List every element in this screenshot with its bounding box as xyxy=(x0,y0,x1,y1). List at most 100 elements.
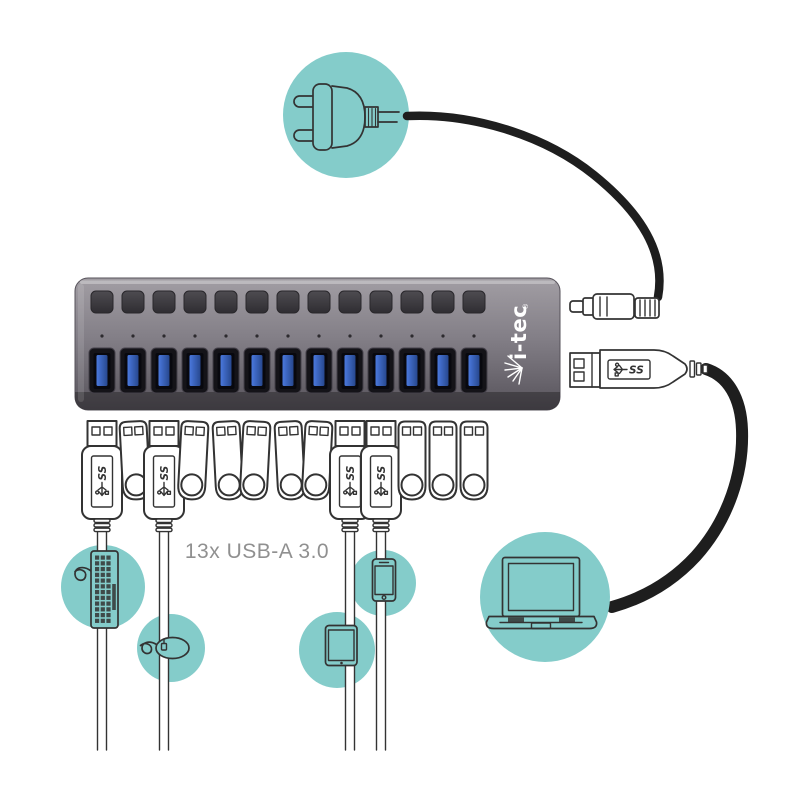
keyboard-key xyxy=(95,578,100,583)
dc-strain-relief xyxy=(634,297,660,319)
keyboard-keys xyxy=(95,555,116,623)
itec-logo-rays xyxy=(504,355,523,385)
hub-led xyxy=(162,334,166,338)
flash-drive-contact xyxy=(401,426,412,436)
flash-drive-hole xyxy=(180,473,204,497)
usb3-ss-logo: SS xyxy=(156,466,172,497)
device-cable xyxy=(376,531,386,750)
laptop-icon xyxy=(485,556,598,630)
dc-body-lines xyxy=(599,296,608,317)
keyboard-key xyxy=(95,567,100,572)
keyboard-key xyxy=(95,561,100,566)
hub-bottom-shade xyxy=(75,392,560,410)
hub-power-button xyxy=(276,290,300,314)
hub-usb-port xyxy=(150,347,178,394)
hub-power-button xyxy=(183,290,207,314)
keyboard-key xyxy=(106,555,111,560)
usb-a-strain-relief xyxy=(341,522,359,528)
keyboard-spacebar xyxy=(112,584,116,610)
flash-drive xyxy=(397,420,427,501)
hub-led xyxy=(286,334,290,338)
usb3-ss-text: SS xyxy=(97,466,109,481)
mouse-scroll-wheel xyxy=(160,642,168,651)
keyboard-key xyxy=(100,561,105,566)
hub-led xyxy=(193,334,197,338)
hub-power-button xyxy=(338,290,362,314)
flash-drive-contact xyxy=(443,426,454,436)
hub-usb-port xyxy=(367,347,395,394)
smartphone-icon xyxy=(371,558,397,602)
flash-drive-contact xyxy=(215,426,226,437)
hub-led xyxy=(441,334,445,338)
usb-a-contact xyxy=(91,426,101,436)
keyboard-key xyxy=(106,595,111,600)
usb-b-rib-3 xyxy=(702,364,709,374)
usb-a-strain-relief xyxy=(341,527,359,533)
usb3-ss-logo: SS xyxy=(613,362,644,377)
smartphone-body xyxy=(371,558,397,602)
keyboard-key xyxy=(100,613,105,618)
hub-power-button xyxy=(462,290,486,314)
flash-drive xyxy=(177,420,210,501)
keyboard-key xyxy=(100,590,105,595)
laptop-screen-inner xyxy=(507,562,575,612)
keyboard-key xyxy=(100,584,105,589)
usb-a-contact xyxy=(351,426,361,436)
hub-power-button xyxy=(152,290,176,314)
usb-a-contact xyxy=(339,426,349,436)
hub-power-button xyxy=(121,290,145,314)
usb3-ss-text: SS xyxy=(345,466,357,481)
mouse-icon xyxy=(139,636,190,660)
caption-text: 13x USB-A 3.0 xyxy=(185,540,329,563)
usb-a-logo-frame xyxy=(152,455,176,508)
hub-usb-port xyxy=(274,347,302,394)
hub-usb-port xyxy=(398,347,426,394)
hub-usb-port xyxy=(336,347,364,394)
usb-b-data-cable xyxy=(606,363,749,613)
hub-power-button xyxy=(214,290,238,314)
laptop-badge xyxy=(480,532,610,662)
hub-led xyxy=(224,334,228,338)
hub-power-button xyxy=(245,290,269,314)
flash-drive xyxy=(239,420,272,501)
flash-drive-contact xyxy=(257,426,268,437)
hub-led xyxy=(255,334,259,338)
flash-drive-body xyxy=(428,420,458,501)
hub-usb-port xyxy=(88,347,116,394)
mouse-cord xyxy=(139,641,158,655)
keyboard-key xyxy=(100,567,105,572)
keyboard-key xyxy=(95,601,100,606)
flash-drive-contact xyxy=(133,425,144,436)
hub-top-highlight xyxy=(80,280,555,284)
usb-b-connector: SS xyxy=(569,349,709,389)
flash-drive xyxy=(211,420,244,501)
hub-slots xyxy=(88,290,488,394)
keyboard-key xyxy=(106,561,111,566)
keyboard-key xyxy=(100,595,105,600)
usb3-trident-icon xyxy=(373,481,389,497)
usb3-trident-icon xyxy=(342,481,358,497)
flash-drive xyxy=(301,420,334,501)
usb3-trident-icon xyxy=(613,362,628,377)
hub-power-button xyxy=(400,290,424,314)
hub-usb-port xyxy=(460,347,488,394)
flash-drive-contact xyxy=(195,426,206,437)
usb-a-strain-relief xyxy=(93,522,111,528)
keyboard-key xyxy=(95,613,100,618)
plug-neck xyxy=(364,106,379,128)
usb3-trident-icon xyxy=(156,481,172,497)
keyboard-key xyxy=(106,607,111,612)
flash-drive-contact xyxy=(226,425,237,436)
flash-drive-hole xyxy=(400,473,424,497)
keyboard-key xyxy=(106,613,111,618)
usb-cable-connector: SS xyxy=(81,420,123,751)
flash-drive-body xyxy=(459,420,489,501)
usb-a-strain-relief xyxy=(372,527,390,533)
usb-a-contact xyxy=(382,426,392,436)
flash-drive-contact xyxy=(184,425,195,436)
usb-b-logo-frame xyxy=(607,359,651,380)
hub-usb-port xyxy=(429,347,457,394)
tablet-screen xyxy=(327,629,355,662)
